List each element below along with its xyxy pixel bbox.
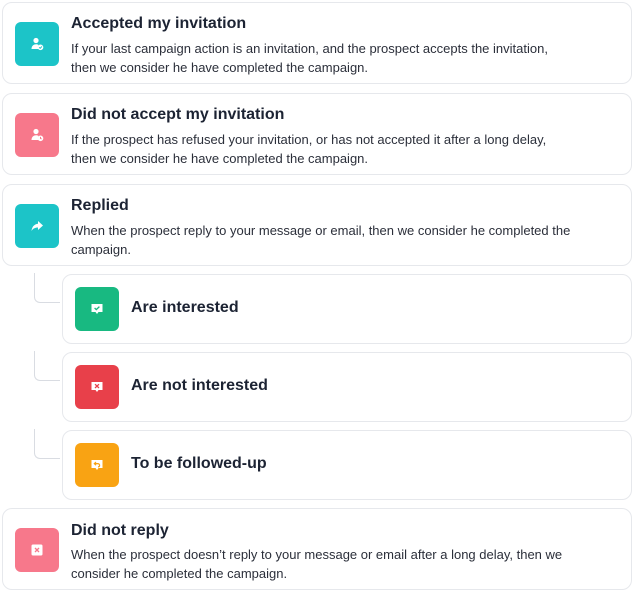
tree-connector: [34, 429, 60, 459]
status-card-replied[interactable]: Replied When the prospect reply to your …: [2, 184, 632, 266]
description-line: When the prospect reply to your message …: [71, 223, 571, 238]
card-description: When the prospect doesn’t reply to your …: [71, 545, 619, 583]
tree-connector: [34, 273, 60, 303]
chat-x-icon: [75, 365, 119, 409]
sub-card-title: Are not interested: [131, 377, 268, 394]
description-line: consider he completed the campaign.: [71, 566, 288, 581]
card-description: If your last campaign action is an invit…: [71, 39, 619, 77]
status-card-did-not-accept[interactable]: Did not accept my invitation If the pros…: [2, 93, 632, 175]
description-line: campaign.: [71, 242, 131, 257]
card-description: If the prospect has refused your invitat…: [71, 130, 619, 168]
sub-status-card-interested[interactable]: Are interested: [62, 274, 632, 344]
description-line: then we consider he have completed the c…: [71, 151, 369, 166]
description-line: When the prospect doesn’t reply to your …: [71, 547, 563, 562]
card-title: Did not reply: [71, 522, 169, 539]
chat-check-icon: [75, 287, 119, 331]
card-title: Did not accept my invitation: [71, 106, 285, 123]
sub-status-card-follow-up[interactable]: To be followed-up: [62, 430, 632, 500]
sub-status-card-not-interested[interactable]: Are not interested: [62, 352, 632, 422]
chat-undo-icon: [75, 443, 119, 487]
user-clock-icon: [15, 113, 59, 157]
tree-connector: [34, 351, 60, 381]
description-line: If your last campaign action is an invit…: [71, 41, 548, 56]
reply-arrow-icon: [15, 204, 59, 248]
card-title: Accepted my invitation: [71, 15, 247, 32]
sub-card-title: To be followed-up: [131, 455, 267, 472]
description-line: then we consider he have completed the c…: [71, 60, 369, 75]
status-card-accepted-invitation[interactable]: Accepted my invitation If your last camp…: [2, 2, 632, 84]
description-line: If the prospect has refused your invitat…: [71, 132, 547, 147]
sub-card-title: Are interested: [131, 299, 239, 316]
user-check-icon: [15, 22, 59, 66]
close-square-icon: [15, 528, 59, 572]
card-description: When the prospect reply to your message …: [71, 221, 619, 259]
status-card-did-not-reply[interactable]: Did not reply When the prospect doesn’t …: [2, 508, 632, 590]
card-title: Replied: [71, 197, 129, 214]
